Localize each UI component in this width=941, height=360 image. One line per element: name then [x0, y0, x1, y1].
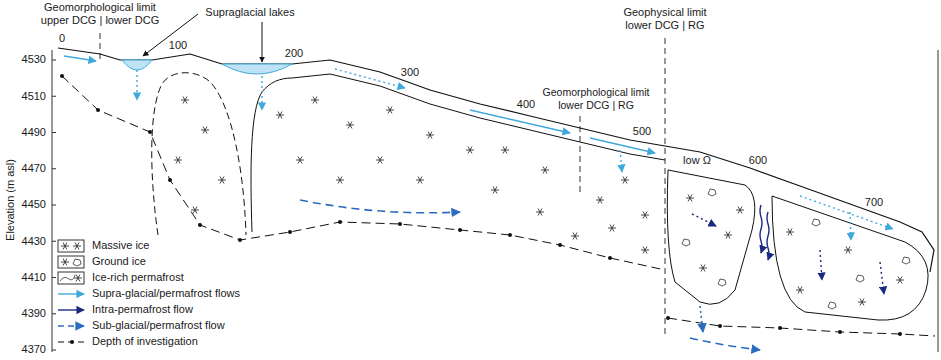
- distance-tick: 500: [633, 125, 651, 138]
- legend-label: Depth of investigation: [92, 335, 198, 348]
- y-axis: [52, 50, 938, 352]
- depth-line: [62, 76, 665, 270]
- resistivity-label: low Ω: [683, 154, 711, 167]
- limit-line: [665, 38, 666, 338]
- distance-tick: 600: [749, 154, 767, 167]
- depth-line: [668, 318, 935, 336]
- distance-tick: 300: [401, 66, 419, 79]
- lake: [222, 64, 292, 74]
- legend-label: Massive ice: [92, 239, 149, 252]
- limit-label: Geophysical limit lower DCG | RG: [615, 6, 715, 32]
- supra-flow: [64, 56, 893, 240]
- elevation-tick: 4370: [22, 343, 46, 356]
- legend-label: Ice-rich permafrost: [92, 271, 184, 284]
- legend-label: Intra-permafrost flow: [92, 303, 193, 316]
- legend-label: Ground ice: [92, 255, 146, 268]
- distance-tick: 200: [285, 47, 303, 60]
- permafrost-body: [667, 170, 754, 304]
- sub-flow: [300, 200, 760, 350]
- elevation-tick: 4390: [22, 307, 46, 320]
- limit-line: [100, 33, 101, 62]
- elevation-tick: 4410: [22, 271, 46, 284]
- limit-label: Geomorphological limit upper DCG | lower…: [34, 1, 166, 27]
- ice-lens: [152, 73, 246, 235]
- massive-ice-symbols: [174, 97, 649, 254]
- legend-label: Supra-glacial/permafrost flows: [92, 287, 240, 300]
- elevation-tick: 4470: [22, 162, 46, 175]
- elevation-tick: 4530: [22, 53, 46, 66]
- distance-tick: 400: [517, 98, 535, 111]
- elevation-tick: 4510: [22, 90, 46, 103]
- lake: [122, 60, 152, 70]
- distance-tick: 700: [865, 196, 883, 209]
- elevation-tick: 4450: [22, 198, 46, 211]
- callout-label: Supraglacial lakes: [205, 6, 294, 19]
- axis-title: Elevation (m asl): [4, 159, 17, 241]
- surface-line: [58, 48, 934, 272]
- legend-swatches: [58, 240, 86, 344]
- elevation-tick: 4490: [22, 126, 46, 139]
- legend-label: Sub-glacial/permafrost flow: [92, 319, 225, 332]
- leader-arrow: [143, 14, 262, 62]
- elevation-tick: 4430: [22, 235, 46, 248]
- limit-label: Geomorphological limit lower DCG | RG: [533, 86, 659, 111]
- permafrost-body: [772, 196, 928, 320]
- ground-ice-symbols: [682, 189, 910, 309]
- intra-flow: [692, 205, 884, 294]
- distance-tick: 0: [59, 32, 65, 45]
- distance-tick: 100: [169, 39, 187, 52]
